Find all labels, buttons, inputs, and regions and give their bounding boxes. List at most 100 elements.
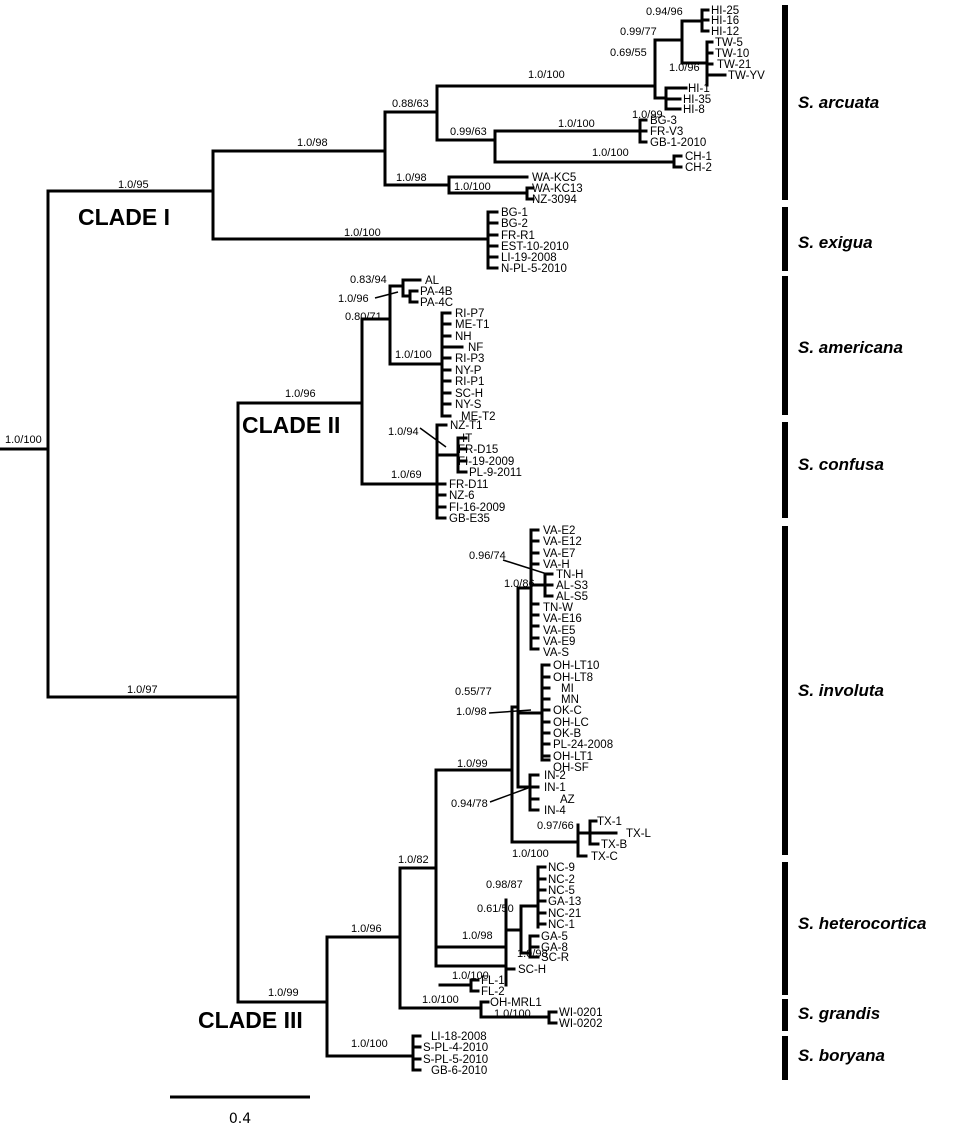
support-labels: 1.0/1001.0/951.0/980.88/631.0/1000.69/55…: [5, 6, 700, 1050]
leaf-label: GB-E35: [449, 513, 490, 525]
leaf-label: IN-4: [544, 805, 566, 817]
leaf-label: PL-9-2011: [469, 467, 522, 479]
leaf-label: LI-18-2008: [431, 1031, 487, 1043]
leaf-label: NC-5: [548, 885, 575, 897]
support-value: 0.55/77: [455, 686, 492, 698]
support-value: 0.61/50: [477, 903, 514, 915]
leaf-label: IN-1: [544, 782, 566, 794]
leaf-label: BG-2: [501, 218, 528, 230]
leaf-label: CH-1: [685, 151, 712, 163]
leaf-label: WA-KC5: [532, 172, 576, 184]
leader-line: [374, 291, 399, 299]
support-value: 1.0/100: [528, 69, 565, 81]
support-value: 0.88/63: [392, 98, 429, 110]
leaf-label: FR-V3: [650, 126, 683, 138]
support-value: 1.0/98: [396, 172, 427, 184]
leaf-label: IT: [462, 433, 472, 445]
support-value: 0.99/63: [450, 126, 487, 138]
leaf-label: TX-L: [626, 828, 652, 840]
leaf-label: EST-10-2010: [501, 241, 569, 253]
support-value: 1.0/98: [456, 706, 487, 718]
leaf-label: PA-4B: [420, 286, 453, 298]
leaf-label: GB-6-2010: [431, 1065, 487, 1077]
support-value: 1.0/94: [388, 426, 419, 438]
support-value: 1.0/100: [592, 147, 629, 159]
leaf-label: FI-16-2009: [449, 502, 505, 514]
leaf-label: OK-C: [553, 705, 582, 717]
leaf-label: NZ-3094: [532, 194, 577, 206]
support-value: 1.0/99: [457, 758, 488, 770]
leaf-label: TW-10: [715, 48, 749, 60]
leaf-label: GA-8: [541, 942, 568, 954]
leaf-label: TW-YV: [728, 70, 765, 82]
support-value: 1.0/100: [452, 970, 489, 982]
leaf-label: FI-19-2009: [458, 456, 514, 468]
leaf-label: ME-T2: [461, 411, 496, 423]
species-label: S. boryana: [798, 1046, 885, 1065]
leaf-label: HI-8: [683, 104, 705, 116]
leaf-label: AL-S5: [556, 591, 588, 603]
support-value: 1.0/96: [669, 62, 700, 74]
leaf-label: TN-W: [543, 602, 573, 614]
leaf-label: VA-H: [543, 559, 570, 571]
leaf-label: HI-1: [688, 83, 710, 95]
leaf-label: LI-19-2008: [501, 252, 557, 264]
leaf-label: S-PL-5-2010: [423, 1054, 488, 1066]
leaf-label: NF: [468, 342, 483, 354]
support-value: 0.80/71: [345, 311, 382, 323]
leaf-label: TX-B: [601, 839, 628, 851]
leaf-label: VA-E2: [543, 525, 575, 537]
species-label: S. americana: [798, 338, 903, 357]
species-label: S. involuta: [798, 681, 884, 700]
support-value: 1.0/69: [391, 469, 422, 481]
support-leader-lines: [374, 291, 548, 803]
leaf-labels: HI-25HI-16HI-12TW-5TW-10TW-21TW-YVHI-1HI…: [420, 5, 765, 1077]
leaf-label: TX-1: [597, 816, 622, 828]
clade-label: CLADE II: [242, 412, 340, 438]
leaf-label: TW-21: [717, 59, 751, 71]
support-value: 1.0/82: [398, 854, 429, 866]
support-value: 1.0/96: [285, 388, 316, 400]
leaf-label: VA-E5: [543, 625, 575, 637]
leaf-label: FL-1: [481, 975, 505, 987]
support-value: 1.0/96: [338, 293, 369, 305]
leaf-label: MI: [561, 683, 574, 695]
leaf-label: PL-24-2008: [553, 739, 613, 751]
leaf-label: ME-T1: [455, 319, 490, 331]
leaf-label: N-PL-5-2010: [501, 263, 567, 275]
leaf-label: OH-LT10: [553, 660, 599, 672]
leaf-label: TN-H: [556, 569, 583, 581]
leaf-label: SC-R: [541, 952, 569, 964]
support-value: 1.0/98: [297, 137, 328, 149]
support-value: 0.83/94: [350, 274, 387, 286]
support-value: 1.0/97: [127, 684, 158, 696]
support-value: 1.0/100: [454, 181, 491, 193]
leaf-label: IN-2: [544, 770, 566, 782]
leaf-label: AL-S3: [556, 580, 588, 592]
leaf-label: GA-13: [548, 896, 581, 908]
support-value: 1.0/99: [632, 109, 663, 121]
support-value: 1.0/98: [517, 948, 548, 960]
leaf-label: OH-LT8: [553, 672, 593, 684]
leaf-label: NY-P: [455, 365, 482, 377]
support-value: 0.94/78: [451, 798, 488, 810]
leaf-label: NZ-6: [449, 490, 475, 502]
leader-line: [419, 427, 447, 448]
leaf-label: HI-35: [683, 94, 711, 106]
leaf-label: FL-2: [481, 986, 505, 998]
clade-label: CLADE I: [78, 204, 170, 230]
leaf-label: CH-2: [685, 162, 712, 174]
leaf-label: VA-E12: [543, 536, 582, 548]
leaf-label: NC-9: [548, 862, 575, 874]
leaf-label: SC-H: [518, 964, 546, 976]
support-value: 1.0/100: [422, 994, 459, 1006]
support-value: 0.96/74: [469, 550, 506, 562]
support-value: 1.0/100: [344, 227, 381, 239]
support-value: 1.0/100: [5, 434, 42, 446]
support-value: 1.0/100: [558, 118, 595, 130]
support-value: 1.0/95: [118, 179, 149, 191]
leaf-label: WI-0201: [559, 1007, 602, 1019]
leaf-label: FR-D15: [458, 444, 498, 456]
leaf-label: HI-16: [711, 15, 739, 27]
